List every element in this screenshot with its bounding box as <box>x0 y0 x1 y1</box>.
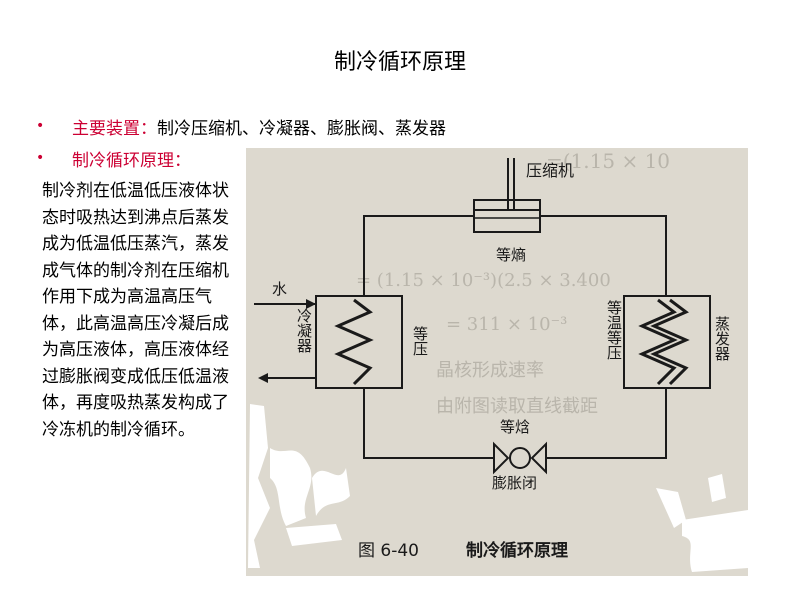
expansion-valve <box>493 441 547 475</box>
refrigerant-piping <box>363 215 667 459</box>
cycle-diagram: =(1.15 × 10 = (1.15 × 10⁻³)(2.5 × 3.400 … <box>248 149 748 572</box>
ghost-text: = (1.15 × 10⁻³)(2.5 × 3.400 <box>356 270 611 291</box>
water-label: 水 <box>272 280 287 298</box>
bullet-label: 制冷循环原理： <box>72 150 191 171</box>
iso-temp-pressure-label: 等温等压 <box>605 299 623 360</box>
bullet-label: 主要装置： <box>72 118 157 139</box>
caption-title: 制冷循环原理 <box>466 540 568 561</box>
bullet-list: • 主要装置： 制冷压缩机、冷凝器、膨胀阀、蒸发器 • 制冷循环原理： <box>36 110 776 174</box>
bullet-marker: • <box>36 118 45 134</box>
condenser <box>254 295 403 389</box>
isobaric-label: 等压 <box>411 325 429 356</box>
evaporator <box>623 295 711 389</box>
ghost-text: =(1.15 × 10 <box>546 149 670 173</box>
principle-paragraph: 制冷剂在低温低压液体状态时吸热达到沸点后蒸发成为低温低压蒸汽，蒸发成气体的制冷剂… <box>42 181 229 440</box>
bullet-text: 制冷压缩机、冷凝器、膨胀阀、蒸发器 <box>157 118 446 139</box>
ghost-text: = 311 × 10⁻³ <box>446 314 567 335</box>
scan-smudge-marks <box>248 404 748 572</box>
ghost-text: 由附图读取直线截距 <box>436 396 598 417</box>
bullet-cycle-principle: • 制冷循环原理： <box>36 142 776 174</box>
isenthalpic-label: 等焓 <box>500 418 530 436</box>
caption-number: 图 6-40 <box>358 541 419 561</box>
ghost-text: 晶核形成速率 <box>436 360 544 381</box>
bullet-marker: • <box>36 150 45 166</box>
slide-title: 制冷循环原理 <box>333 50 466 75</box>
bullet-main-devices: • 主要装置： 制冷压缩机、冷凝器、膨胀阀、蒸发器 <box>36 110 776 142</box>
evaporator-label: 蒸发器 <box>713 316 731 361</box>
refrigeration-cycle-figure: =(1.15 × 10 = (1.15 × 10⁻³)(2.5 × 3.400 … <box>246 148 748 576</box>
isentropic-label: 等熵 <box>496 246 526 264</box>
expansion-valve-label: 膨胀闭 <box>492 474 537 492</box>
compressor-label: 压缩机 <box>526 161 574 180</box>
condenser-label: 冷凝器 <box>295 308 313 353</box>
